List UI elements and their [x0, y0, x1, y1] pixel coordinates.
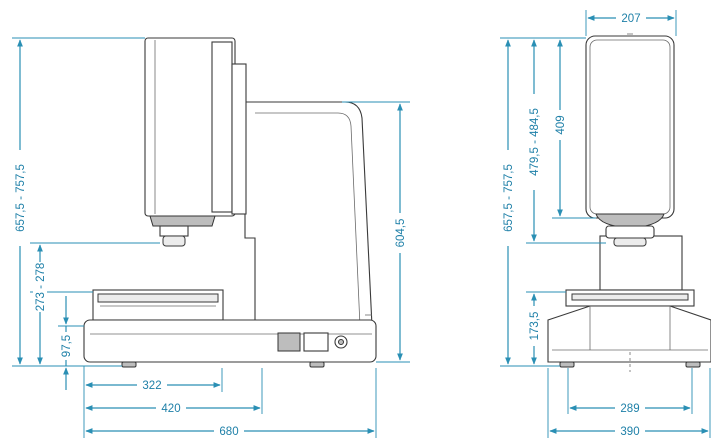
side-objective-tip	[162, 235, 186, 247]
front-head-housing	[585, 35, 675, 219]
side-foot-front	[121, 361, 137, 368]
side-view	[83, 37, 377, 368]
side-column	[244, 101, 373, 327]
dim-front-width-top: 207	[621, 13, 640, 25]
side-port-panel	[303, 332, 329, 352]
dim-front-head-height: 409	[555, 115, 567, 134]
dim-front-base-width: 390	[620, 426, 639, 438]
dim-side-stage-height: 273 - 278	[35, 263, 47, 312]
dim-front-base-inner: 289	[620, 403, 639, 415]
side-base	[83, 319, 377, 363]
side-dimensions: 657,5 - 757,5 273 - 278 97,5 604,5 322	[12, 37, 410, 438]
side-head-bracket	[231, 63, 247, 215]
side-lens-ring	[149, 215, 216, 227]
front-view	[547, 33, 711, 372]
side-head-rear-panel	[211, 41, 233, 213]
front-foot-left	[559, 361, 575, 368]
front-objective-tip	[613, 237, 647, 247]
dim-side-depth-total: 680	[219, 426, 238, 438]
dim-side-column-height: 604,5	[395, 219, 407, 248]
dim-side-depth-mid: 420	[161, 403, 180, 415]
front-base	[547, 305, 711, 363]
front-stage-top	[571, 293, 689, 301]
side-objective-body	[159, 225, 189, 237]
dim-front-stage-height: 173,5	[529, 312, 541, 341]
dim-side-depth-small: 322	[142, 380, 161, 392]
side-stage-top	[97, 293, 219, 303]
front-dimensions: 207 657,5 - 757,5 479,5 - 484,5 409 17	[500, 10, 711, 438]
side-power-switch	[277, 332, 301, 352]
side-knob-center	[338, 339, 344, 345]
side-foot-rear	[309, 361, 325, 368]
dim-side-base-height: 97,5	[61, 335, 73, 357]
side-column-inner-line	[255, 112, 361, 327]
dim-front-head-range: 479,5 - 484,5	[529, 108, 541, 176]
front-foot-right	[685, 361, 701, 368]
front-objective-body	[605, 225, 655, 239]
dim-front-height-total: 657,5 - 757,5	[503, 164, 515, 232]
dim-side-height-total: 657,5 - 757,5	[15, 164, 27, 232]
